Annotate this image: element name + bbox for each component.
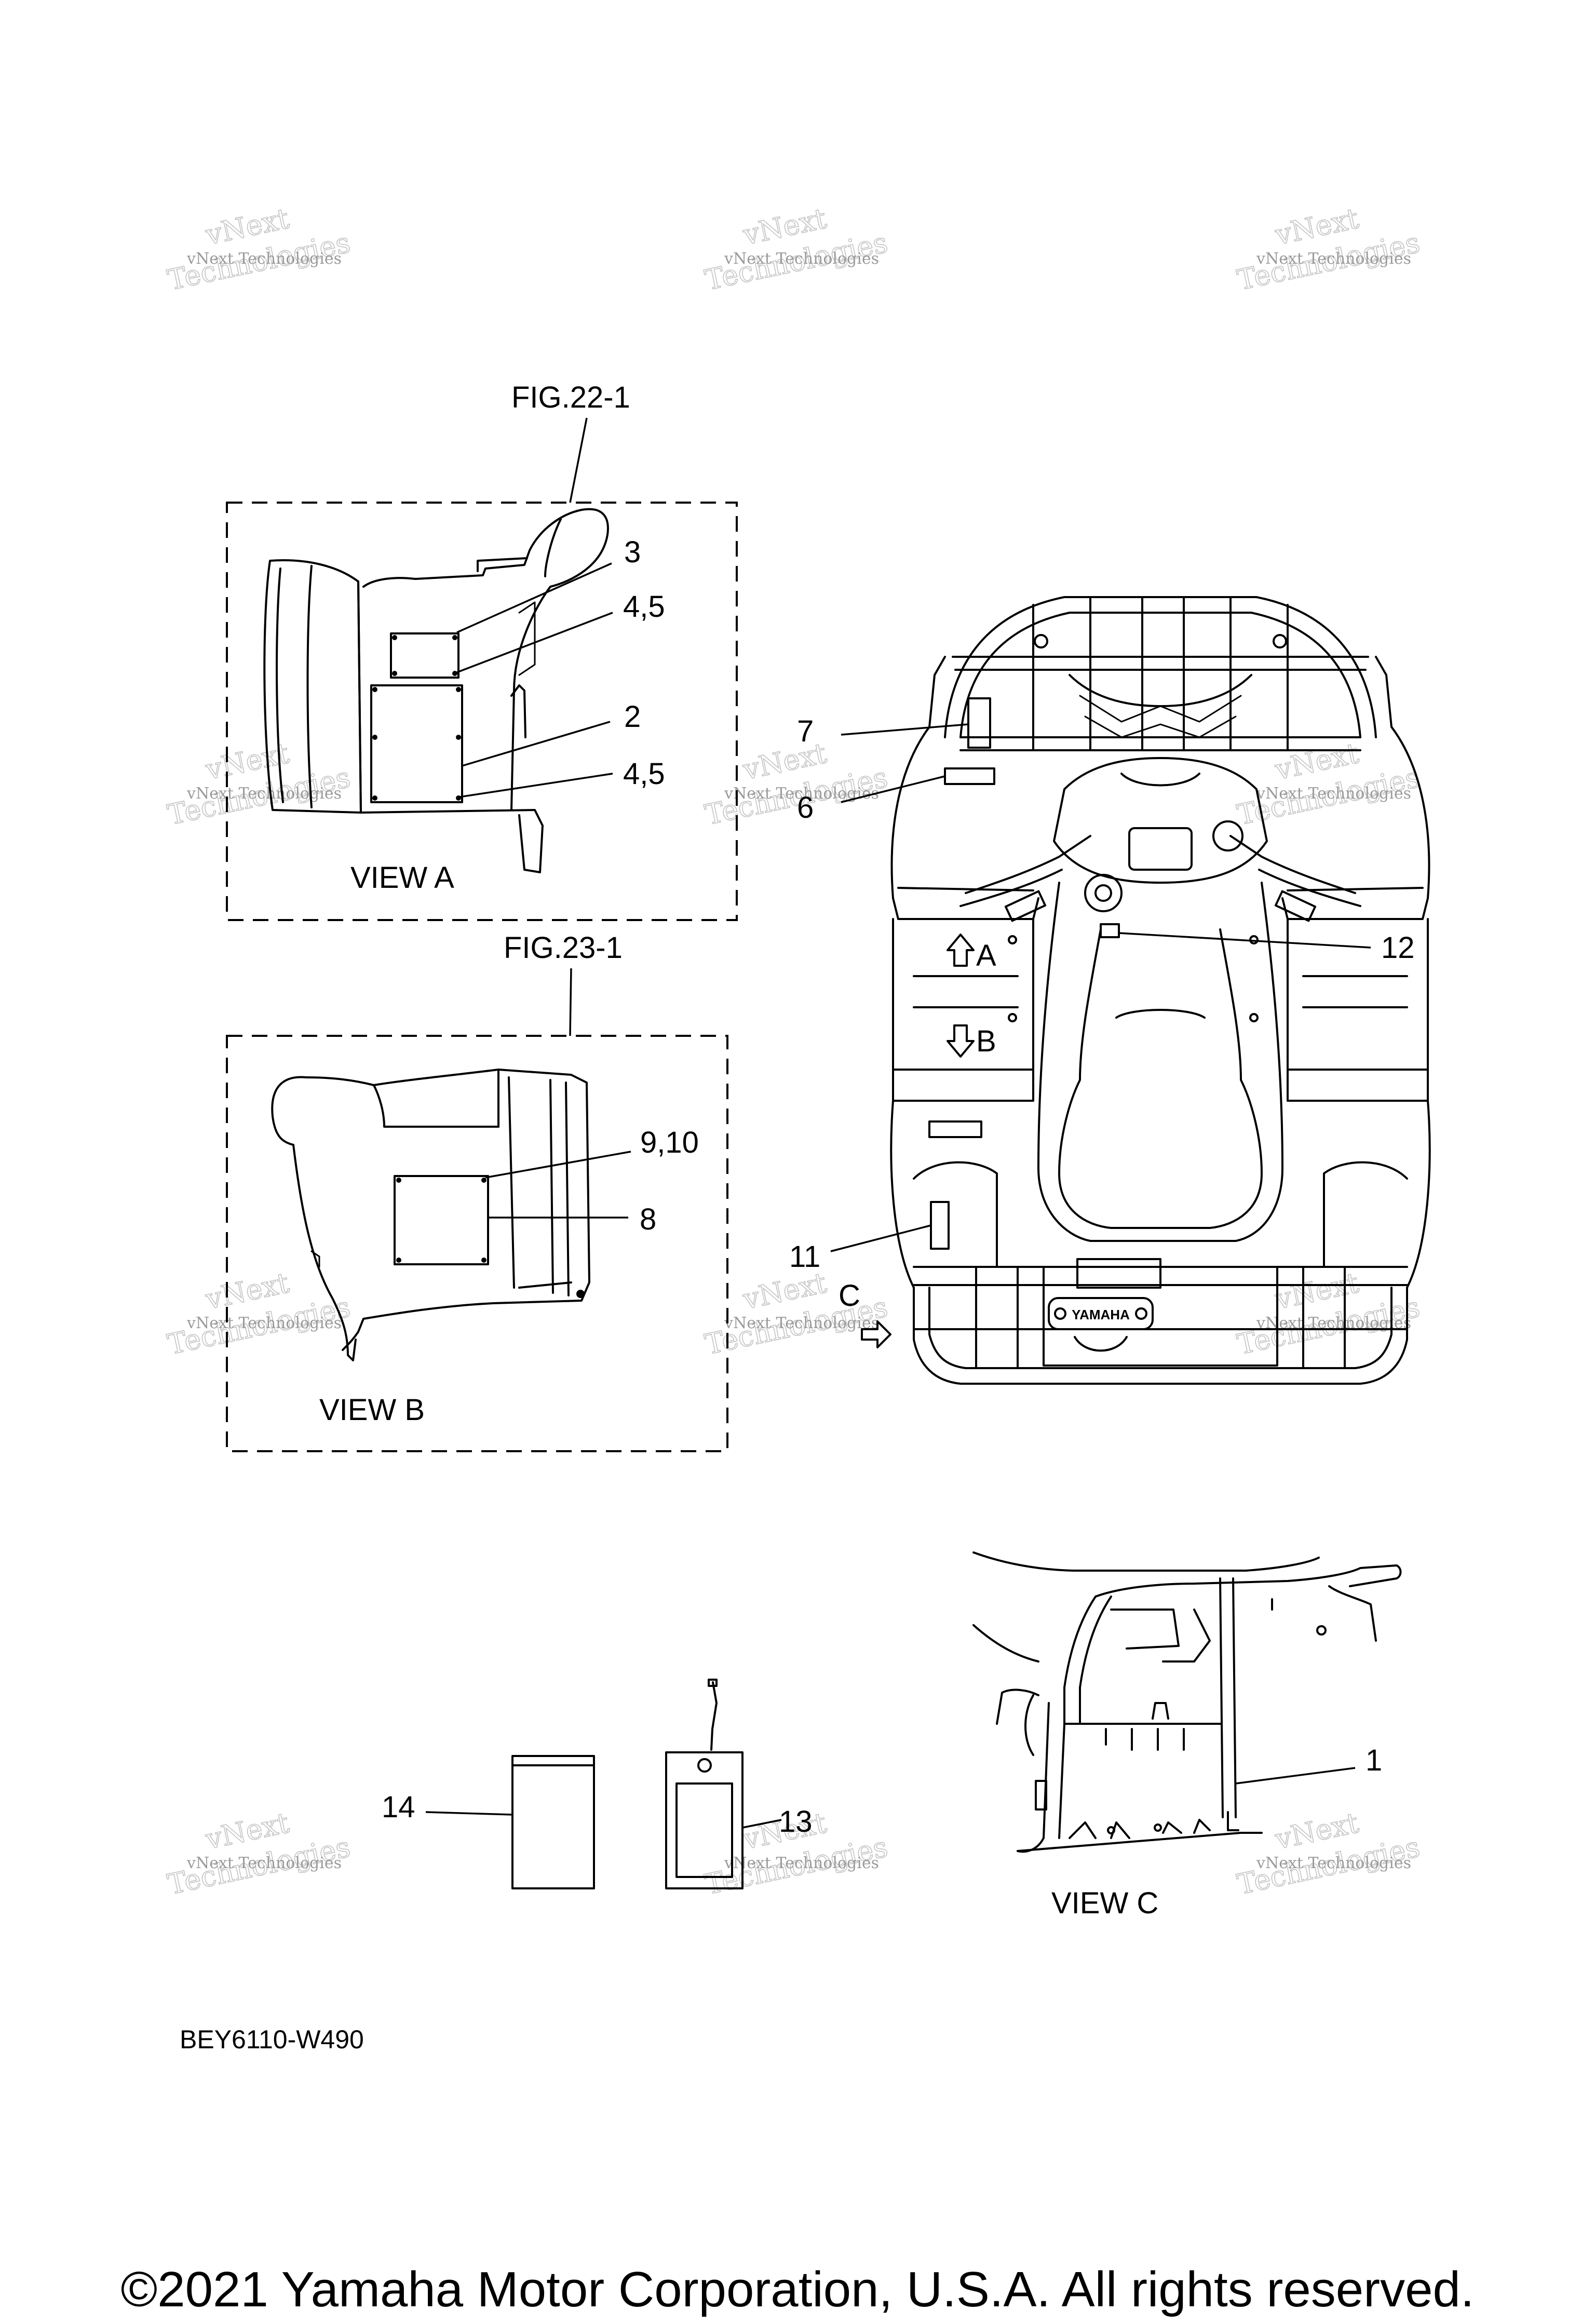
rear-panel-slot (928, 1120, 982, 1138)
handlebar (965, 835, 1091, 894)
watermark: Technologies vNext vNext Technologies (702, 1266, 891, 1361)
leader-11 (830, 1224, 931, 1252)
fig-22-1-label: FIG.22-1 (511, 381, 630, 414)
arrow-b-icon (947, 1024, 975, 1058)
callout-7: 7 (797, 714, 814, 748)
callout-4-5-top: 4,5 (623, 590, 665, 624)
label-8-decal (394, 1175, 489, 1265)
leader-7 (841, 723, 969, 736)
watermark: Technologies vNext vNext Technologies (165, 1266, 354, 1361)
view-c-marker: C (839, 1279, 860, 1313)
copyright-notice: ©2021 Yamaha Motor Corporation, U.S.A. A… (120, 2262, 1475, 2317)
svg-text:vNext Technologies: vNext Technologies (186, 785, 342, 803)
watermark: Technologies vNext vNext Technologies (1234, 201, 1423, 297)
watermark: Technologies vNext vNext Technologies (702, 736, 891, 832)
leader-1 (1235, 1767, 1356, 1785)
label-11-decal (930, 1201, 950, 1250)
left-footrest (892, 918, 1034, 1071)
fig-22-1-leader (569, 417, 588, 503)
watermark: Technologies vNext vNext Technologies (1234, 1806, 1423, 1901)
svg-text:vNext Technologies: vNext Technologies (724, 1314, 879, 1332)
leader-4-5-bottom (459, 773, 613, 798)
svg-text:vNext Technologies: vNext Technologies (186, 1314, 342, 1332)
svg-text:vNext Technologies: vNext Technologies (724, 250, 879, 268)
leader-3 (456, 562, 612, 633)
svg-text:vNext Technologies: vNext Technologies (1256, 1854, 1411, 1872)
rear-frame-drawing (972, 1551, 1402, 1853)
svg-text:vNext Technologies: vNext Technologies (1256, 250, 1411, 268)
view-a-frame (226, 502, 738, 921)
hang-tag-part (665, 1751, 744, 1889)
view-b-frame (226, 1035, 728, 1452)
watermark: Technologies vNext vNext Technologies (702, 201, 891, 297)
front-body (890, 656, 946, 899)
view-c-panel: 1 VIEW C (972, 1551, 1402, 1920)
label-7-decal (967, 697, 991, 749)
view-b-panel: FIG.23-1 9,10 8 VIEW B (226, 931, 728, 1452)
watermark: Technologies vNext vNext Technologies (165, 736, 354, 832)
rear-rack (913, 1287, 1408, 1385)
atv-top-view: A B YAMAHA C (789, 596, 1431, 1385)
callout-8: 8 (640, 1202, 656, 1236)
arrow-c-icon (861, 1320, 891, 1348)
callout-14: 14 (382, 1790, 415, 1824)
callout-13: 13 (779, 1805, 813, 1839)
leader-4-5-top (456, 612, 613, 673)
view-b-title: VIEW B (319, 1393, 425, 1427)
callout-12: 12 (1381, 931, 1415, 965)
view-b-marker: B (976, 1024, 996, 1058)
svg-text:vNext Technologies: vNext Technologies (1256, 785, 1411, 803)
watermark: Technologies vNext vNext Technologies (165, 201, 354, 297)
svg-text:vNext Technologies: vNext Technologies (186, 1854, 342, 1872)
view-c-title: VIEW C (1051, 1886, 1158, 1920)
front-rack (944, 596, 1377, 738)
yamaha-logo-plate (1048, 1297, 1154, 1330)
rear-body (892, 1069, 1034, 1102)
seat (1037, 882, 1283, 1242)
callout-2: 2 (624, 700, 641, 734)
leader-9-10 (485, 1151, 631, 1179)
owners-manual-part (511, 1755, 595, 1889)
leader-6 (841, 775, 945, 803)
arrow-a-icon (947, 934, 975, 967)
view-a-title: VIEW A (350, 861, 454, 895)
watermark: Technologies vNext vNext Technologies (1234, 1266, 1423, 1361)
label-2-decal (370, 684, 463, 803)
svg-text:vNext Technologies: vNext Technologies (186, 250, 342, 268)
fig-23-1-leader (569, 968, 572, 1036)
diagram-code: BEY6110-W490 (180, 2025, 364, 2054)
yamaha-logo-text: YAMAHA (1072, 1307, 1130, 1322)
leader-13 (742, 1819, 782, 1829)
callout-1: 1 (1366, 1744, 1382, 1777)
loose-parts: 14 13 (382, 1679, 813, 1889)
rear-fender-drawing (271, 1069, 590, 1361)
callout-11: 11 (789, 1240, 820, 1274)
label-12-decal (1100, 923, 1120, 938)
leader-12 (1118, 932, 1371, 949)
callout-6: 6 (797, 791, 814, 825)
fig-23-1-label: FIG.23-1 (504, 931, 623, 965)
callout-4-5-bottom: 4,5 (623, 757, 665, 791)
callout-3: 3 (624, 535, 641, 569)
hang-tag-string (710, 1681, 718, 1751)
label-3-decal (390, 632, 459, 679)
svg-text:vNext Technologies: vNext Technologies (724, 1854, 879, 1872)
view-a-panel: FIG.22-1 3 4,5 2 4,5 VI (226, 381, 738, 921)
leader-2 (462, 721, 611, 767)
label-6-decal (944, 767, 995, 785)
view-a-marker: A (976, 939, 996, 972)
callout-9-10: 9,10 (640, 1126, 699, 1159)
leader-14 (425, 1811, 513, 1816)
watermark: Technologies vNext vNext Technologies (165, 1806, 354, 1901)
front-fender-drawing (263, 508, 609, 873)
